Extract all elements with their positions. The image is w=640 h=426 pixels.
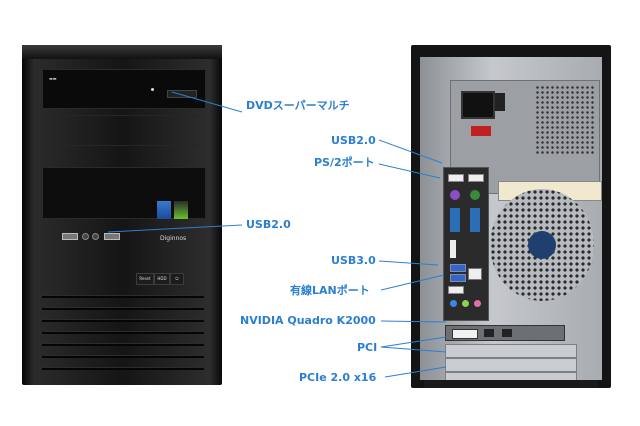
- hdd-led: HDD: [154, 273, 170, 285]
- hdmi-port[interactable]: [450, 240, 456, 258]
- front-mic-jack-icon[interactable]: [92, 233, 99, 240]
- lan-port[interactable]: [468, 268, 482, 280]
- power-switch[interactable]: [495, 93, 505, 111]
- front-audio-jack-icon[interactable]: [82, 233, 89, 240]
- label-pci: PCI: [357, 341, 378, 354]
- line-in-jack-icon[interactable]: [450, 300, 457, 307]
- serial-port[interactable]: [450, 208, 460, 232]
- bay-divider: [42, 145, 204, 146]
- dvd-eject-button[interactable]: [167, 90, 197, 98]
- pc-back-view: [411, 45, 611, 388]
- front-vent: [42, 307, 204, 310]
- io-panel: [443, 167, 489, 321]
- label-front-usb: USB2.0: [246, 218, 291, 231]
- rear-usb2-port-1[interactable]: [448, 174, 464, 182]
- dvi-port[interactable]: [452, 329, 478, 339]
- label-gpu: NVIDIA Quadro K2000: [240, 314, 376, 327]
- rear-usb3-port-1[interactable]: [450, 264, 466, 272]
- label-lan: 有線LANポート: [290, 284, 370, 297]
- brand-logo: Diginnos: [160, 235, 187, 242]
- vga-port[interactable]: [470, 208, 480, 232]
- label-usb3: USB3.0: [331, 254, 376, 267]
- dvd-logo-icon: ▬▬: [49, 76, 57, 81]
- psu-vent: [535, 85, 595, 155]
- ps2-port-icon[interactable]: [470, 190, 480, 200]
- front-usb-port-1[interactable]: [62, 233, 78, 240]
- rear-usb2-port-2[interactable]: [468, 174, 484, 182]
- pci-slot-1: [445, 344, 577, 358]
- back-foot: [424, 380, 598, 388]
- front-usb-port-2[interactable]: [104, 233, 120, 240]
- fan-hub-icon: [528, 231, 556, 259]
- front-vent: [42, 331, 204, 334]
- gpu-bracket: [445, 325, 565, 341]
- displayport-port[interactable]: [484, 329, 494, 337]
- front-vent: [42, 343, 204, 346]
- rear-usb2-port-3[interactable]: [448, 286, 464, 294]
- label-rear-usb2: USB2.0: [331, 134, 376, 147]
- reset-button[interactable]: Reset: [136, 273, 154, 285]
- power-button[interactable]: ⏻: [170, 273, 184, 285]
- power-socket-icon: [461, 91, 495, 119]
- cooling-fan: [490, 189, 594, 301]
- dvd-led-icon: [151, 88, 154, 91]
- bay-divider: [42, 115, 204, 116]
- nvidia-sticker-icon: [174, 201, 188, 219]
- label-dvd: DVDスーパーマルチ: [246, 99, 350, 112]
- pc-front-view: ▬▬ Diginnos Reset HDD ⏻: [22, 45, 222, 385]
- front-vent: [42, 295, 204, 298]
- front-vent: [42, 355, 204, 358]
- line-out-jack-icon[interactable]: [462, 300, 469, 307]
- front-top-bezel: [22, 45, 222, 59]
- label-ps2: PS/2ポート: [314, 156, 375, 169]
- front-vent: [42, 367, 204, 370]
- dvd-drive-bay: ▬▬: [42, 69, 206, 109]
- rear-usb3-port-2[interactable]: [450, 274, 466, 282]
- blank-bay: [42, 167, 206, 219]
- intel-sticker-icon: [157, 201, 171, 219]
- front-vent: [42, 319, 204, 322]
- ps2-port-icon[interactable]: [450, 190, 460, 200]
- label-pcie: PCIe 2.0 x16: [299, 371, 377, 384]
- back-panel: [420, 57, 602, 386]
- mic-jack-icon[interactable]: [474, 300, 481, 307]
- voltage-switch[interactable]: [471, 126, 491, 136]
- pci-slot-2: [445, 358, 577, 372]
- displayport-port[interactable]: [502, 329, 512, 337]
